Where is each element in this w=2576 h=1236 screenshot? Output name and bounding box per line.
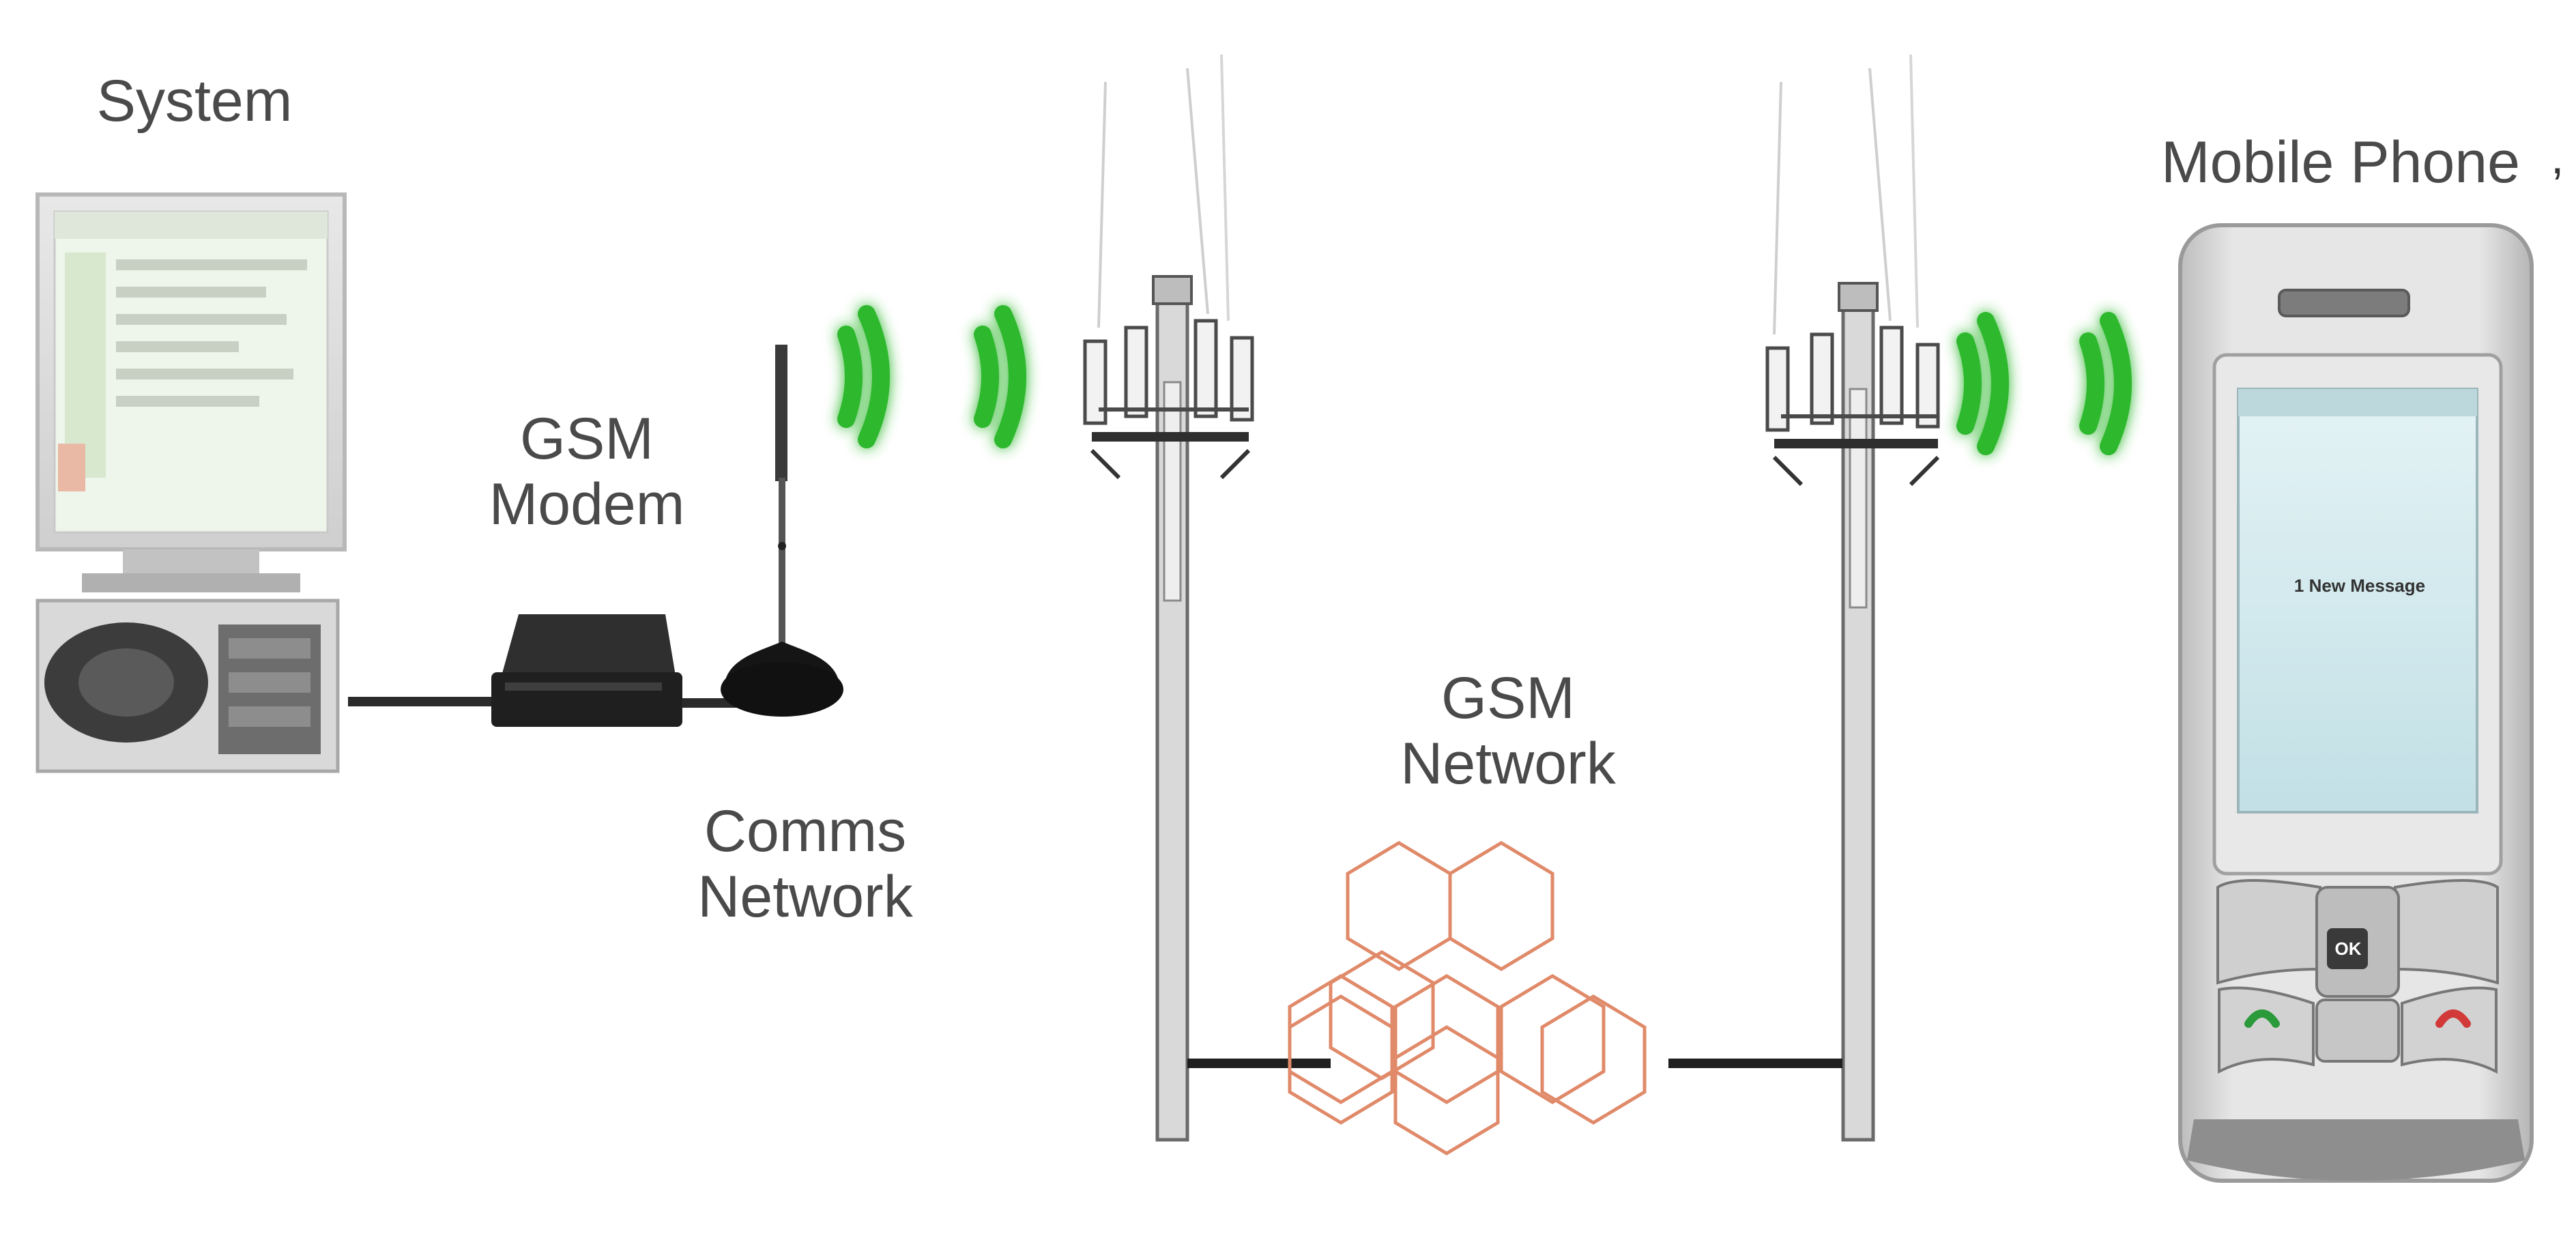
antenna-icon <box>721 345 843 717</box>
gsm-modem-label: GSM Modem <box>478 406 696 538</box>
cell-tower-icon <box>1083 54 1254 1142</box>
gsm-network-label: GSM Network <box>1372 665 1645 797</box>
comms-network-label-line1: Comms <box>704 799 907 864</box>
gsm-modem-label-line2: Modem <box>489 472 685 538</box>
phone-screen-message: 1 New Message <box>2293 575 2426 596</box>
comms-network-label-line2: Network <box>697 864 913 930</box>
trailing-mark: , <box>2551 130 2564 184</box>
signal-waves-icon <box>1956 312 2132 455</box>
gsm-network-label-line1: GSM <box>1441 665 1575 731</box>
hexagon-cell-icon <box>1288 841 1647 1155</box>
cell-tower-icon <box>1765 54 1940 1142</box>
computer-icon <box>35 192 347 773</box>
gsm-modem-icon <box>491 614 682 727</box>
system-label: System <box>96 68 293 134</box>
signal-waves-icon <box>837 305 1026 448</box>
mobile-phone-icon <box>2178 223 2534 1183</box>
gsm-modem-label-line1: GSM <box>520 406 654 472</box>
phone-ok-key: OK <box>2334 938 2362 959</box>
mobile-phone-label: Mobile Phone <box>2161 130 2520 195</box>
comms-network-label: Comms Network <box>693 799 918 930</box>
gsm-network-label-line2: Network <box>1400 731 1616 797</box>
